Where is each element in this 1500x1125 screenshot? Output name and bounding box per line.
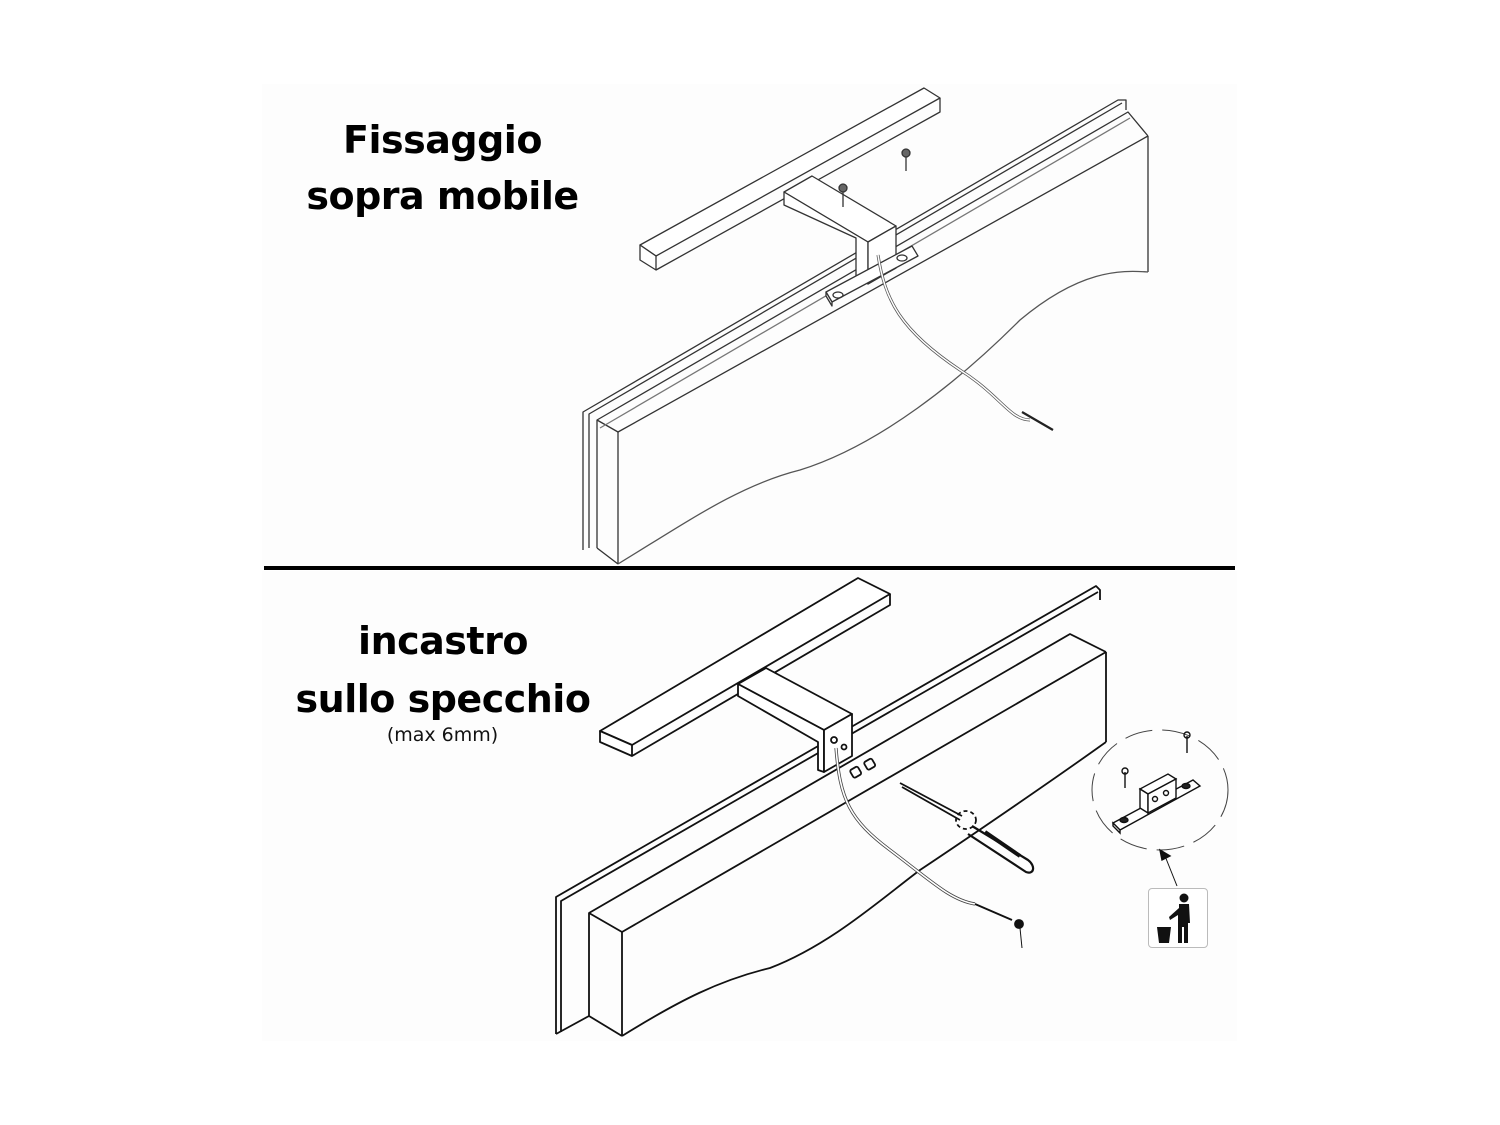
max-thickness-note: (max 6mm) [386,724,499,746]
top-section-title: Fissaggio sopra mobile [290,112,595,224]
top-title-line1: Fissaggio [343,118,542,162]
bottom-title-line1: incastro [358,619,528,663]
trash-icon-glyph [1157,893,1190,943]
bottom-section-title: incastro sullo specchio [278,612,608,728]
trash-bin-person-icon [1148,888,1208,948]
bottom-title-line2: sullo specchio [295,677,591,721]
top-title-line2: sopra mobile [306,174,579,218]
section-divider [264,566,1235,570]
